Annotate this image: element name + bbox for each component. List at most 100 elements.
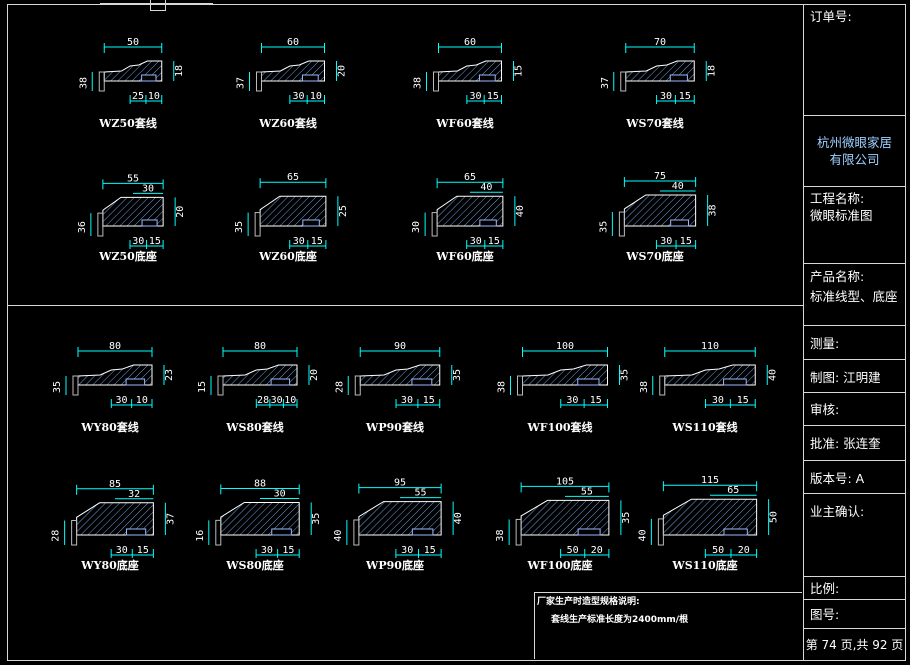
bottom-dimension-label: 15	[137, 545, 149, 556]
survey-label: 测量:	[810, 336, 840, 351]
bottom-dimension-label: 30	[271, 395, 283, 406]
checked-label: 审核:	[810, 402, 840, 417]
profile-leg	[433, 71, 439, 92]
bottom-dimension-label: 30	[116, 545, 128, 556]
right-dimension-label: 35	[620, 369, 631, 381]
profile-leg	[71, 520, 78, 546]
profile-name: WY80底座	[81, 559, 139, 572]
inner-dimension-label: 65	[727, 485, 739, 496]
profile-name: WZ50套线	[99, 117, 157, 130]
profile-groove	[126, 528, 147, 536]
profile-name: WF100底座	[527, 559, 593, 572]
bottom-dimension-label: 10	[284, 395, 296, 406]
left-dimension-label: 28	[334, 381, 345, 393]
top-dimension-label: 85	[109, 479, 121, 490]
profile-leg	[353, 519, 360, 546]
left-dimension-label: 35	[52, 381, 63, 393]
profile-leg	[431, 212, 438, 237]
profile-groove	[577, 528, 601, 536]
profile-groove	[478, 74, 496, 82]
top-dimension-label: 110	[701, 341, 719, 352]
inner-dimension-label: 30	[142, 183, 154, 194]
profile-groove	[723, 378, 747, 386]
left-dimension-label: 37	[236, 77, 247, 89]
top-dimension-label: 100	[556, 341, 574, 352]
profile-groove	[669, 74, 688, 82]
bottom-dimension-label: 25	[132, 91, 144, 102]
bottom-dimension-label: 50	[712, 545, 724, 556]
top-dimension-label: 60	[287, 37, 299, 48]
profile-name: WZ60底座	[259, 250, 317, 263]
right-dimension-label: 35	[621, 512, 632, 524]
bottom-dimension-label: 10	[310, 91, 322, 102]
profile-name: WZ60套线	[259, 117, 317, 130]
right-dimension-label: 20	[337, 65, 348, 77]
page-indicator: 第 74 页,共 92 页	[805, 638, 904, 652]
profile-name: WF100套线	[527, 421, 593, 434]
bottom-dimension-label: 30	[712, 395, 724, 406]
left-dimension-label: 16	[195, 530, 206, 542]
inner-dimension-label: 40	[672, 181, 684, 192]
profile-groove	[271, 528, 292, 536]
right-dimension-label: 38	[708, 204, 719, 216]
right-dimension-label: 50	[769, 511, 780, 523]
left-dimension-label: 38	[78, 77, 89, 89]
profile-groove	[723, 528, 748, 536]
company-cell: 杭州微眼家居有限公司	[804, 116, 905, 187]
right-dimension-label: 40	[453, 512, 464, 524]
bottom-dimension-label: 15	[423, 395, 435, 406]
profile-groove	[577, 378, 600, 386]
profile-name: WP90底座	[366, 559, 424, 572]
top-marker-line	[100, 0, 213, 4]
inner-dimension-label: 30	[274, 488, 286, 499]
bottom-dimension-label: 15	[282, 545, 294, 556]
profile-groove	[125, 378, 146, 386]
project-label: 工程名称:	[810, 191, 865, 206]
profile-leg	[256, 71, 262, 92]
top-dimension-label: 88	[254, 478, 266, 489]
survey-cell: 测量:	[804, 326, 905, 360]
profile-groove	[302, 219, 320, 227]
left-dimension-label: 40	[333, 530, 344, 542]
owner-cell: 业主确认:	[804, 494, 905, 577]
profile-name: WP90套线	[366, 421, 424, 434]
profile-groove	[411, 528, 434, 536]
bottom-dimension-label: 30	[401, 545, 413, 556]
profile-name: WY80套线	[81, 421, 139, 434]
top-dimension-label: 70	[654, 37, 666, 48]
bottom-dimension-label: 15	[590, 395, 602, 406]
version-cell: 版本号: A	[804, 461, 905, 494]
top-dimension-label: 65	[464, 172, 476, 183]
bottom-dimension-label: 15	[737, 395, 749, 406]
left-dimension-label: 35	[598, 221, 609, 233]
top-marker-box	[150, 0, 166, 11]
right-dimension-label: 15	[514, 65, 525, 77]
right-dimension-label: 23	[164, 369, 175, 381]
profile-leg	[98, 71, 105, 92]
bottom-dimension-label: 15	[680, 236, 692, 247]
bottom-dimension-label: 30	[660, 91, 672, 102]
owner-confirm-label: 业主确认:	[810, 504, 865, 519]
left-dimension-label: 37	[600, 77, 611, 89]
product-value: 标准线型、底座	[810, 289, 898, 304]
profile-leg	[254, 212, 261, 237]
approved-by: 批准: 张连奎	[810, 436, 881, 451]
approved-cell: 批准: 张连奎	[804, 426, 905, 461]
bottom-dimension-label: 28	[257, 395, 269, 406]
left-dimension-label: 38	[497, 381, 508, 393]
